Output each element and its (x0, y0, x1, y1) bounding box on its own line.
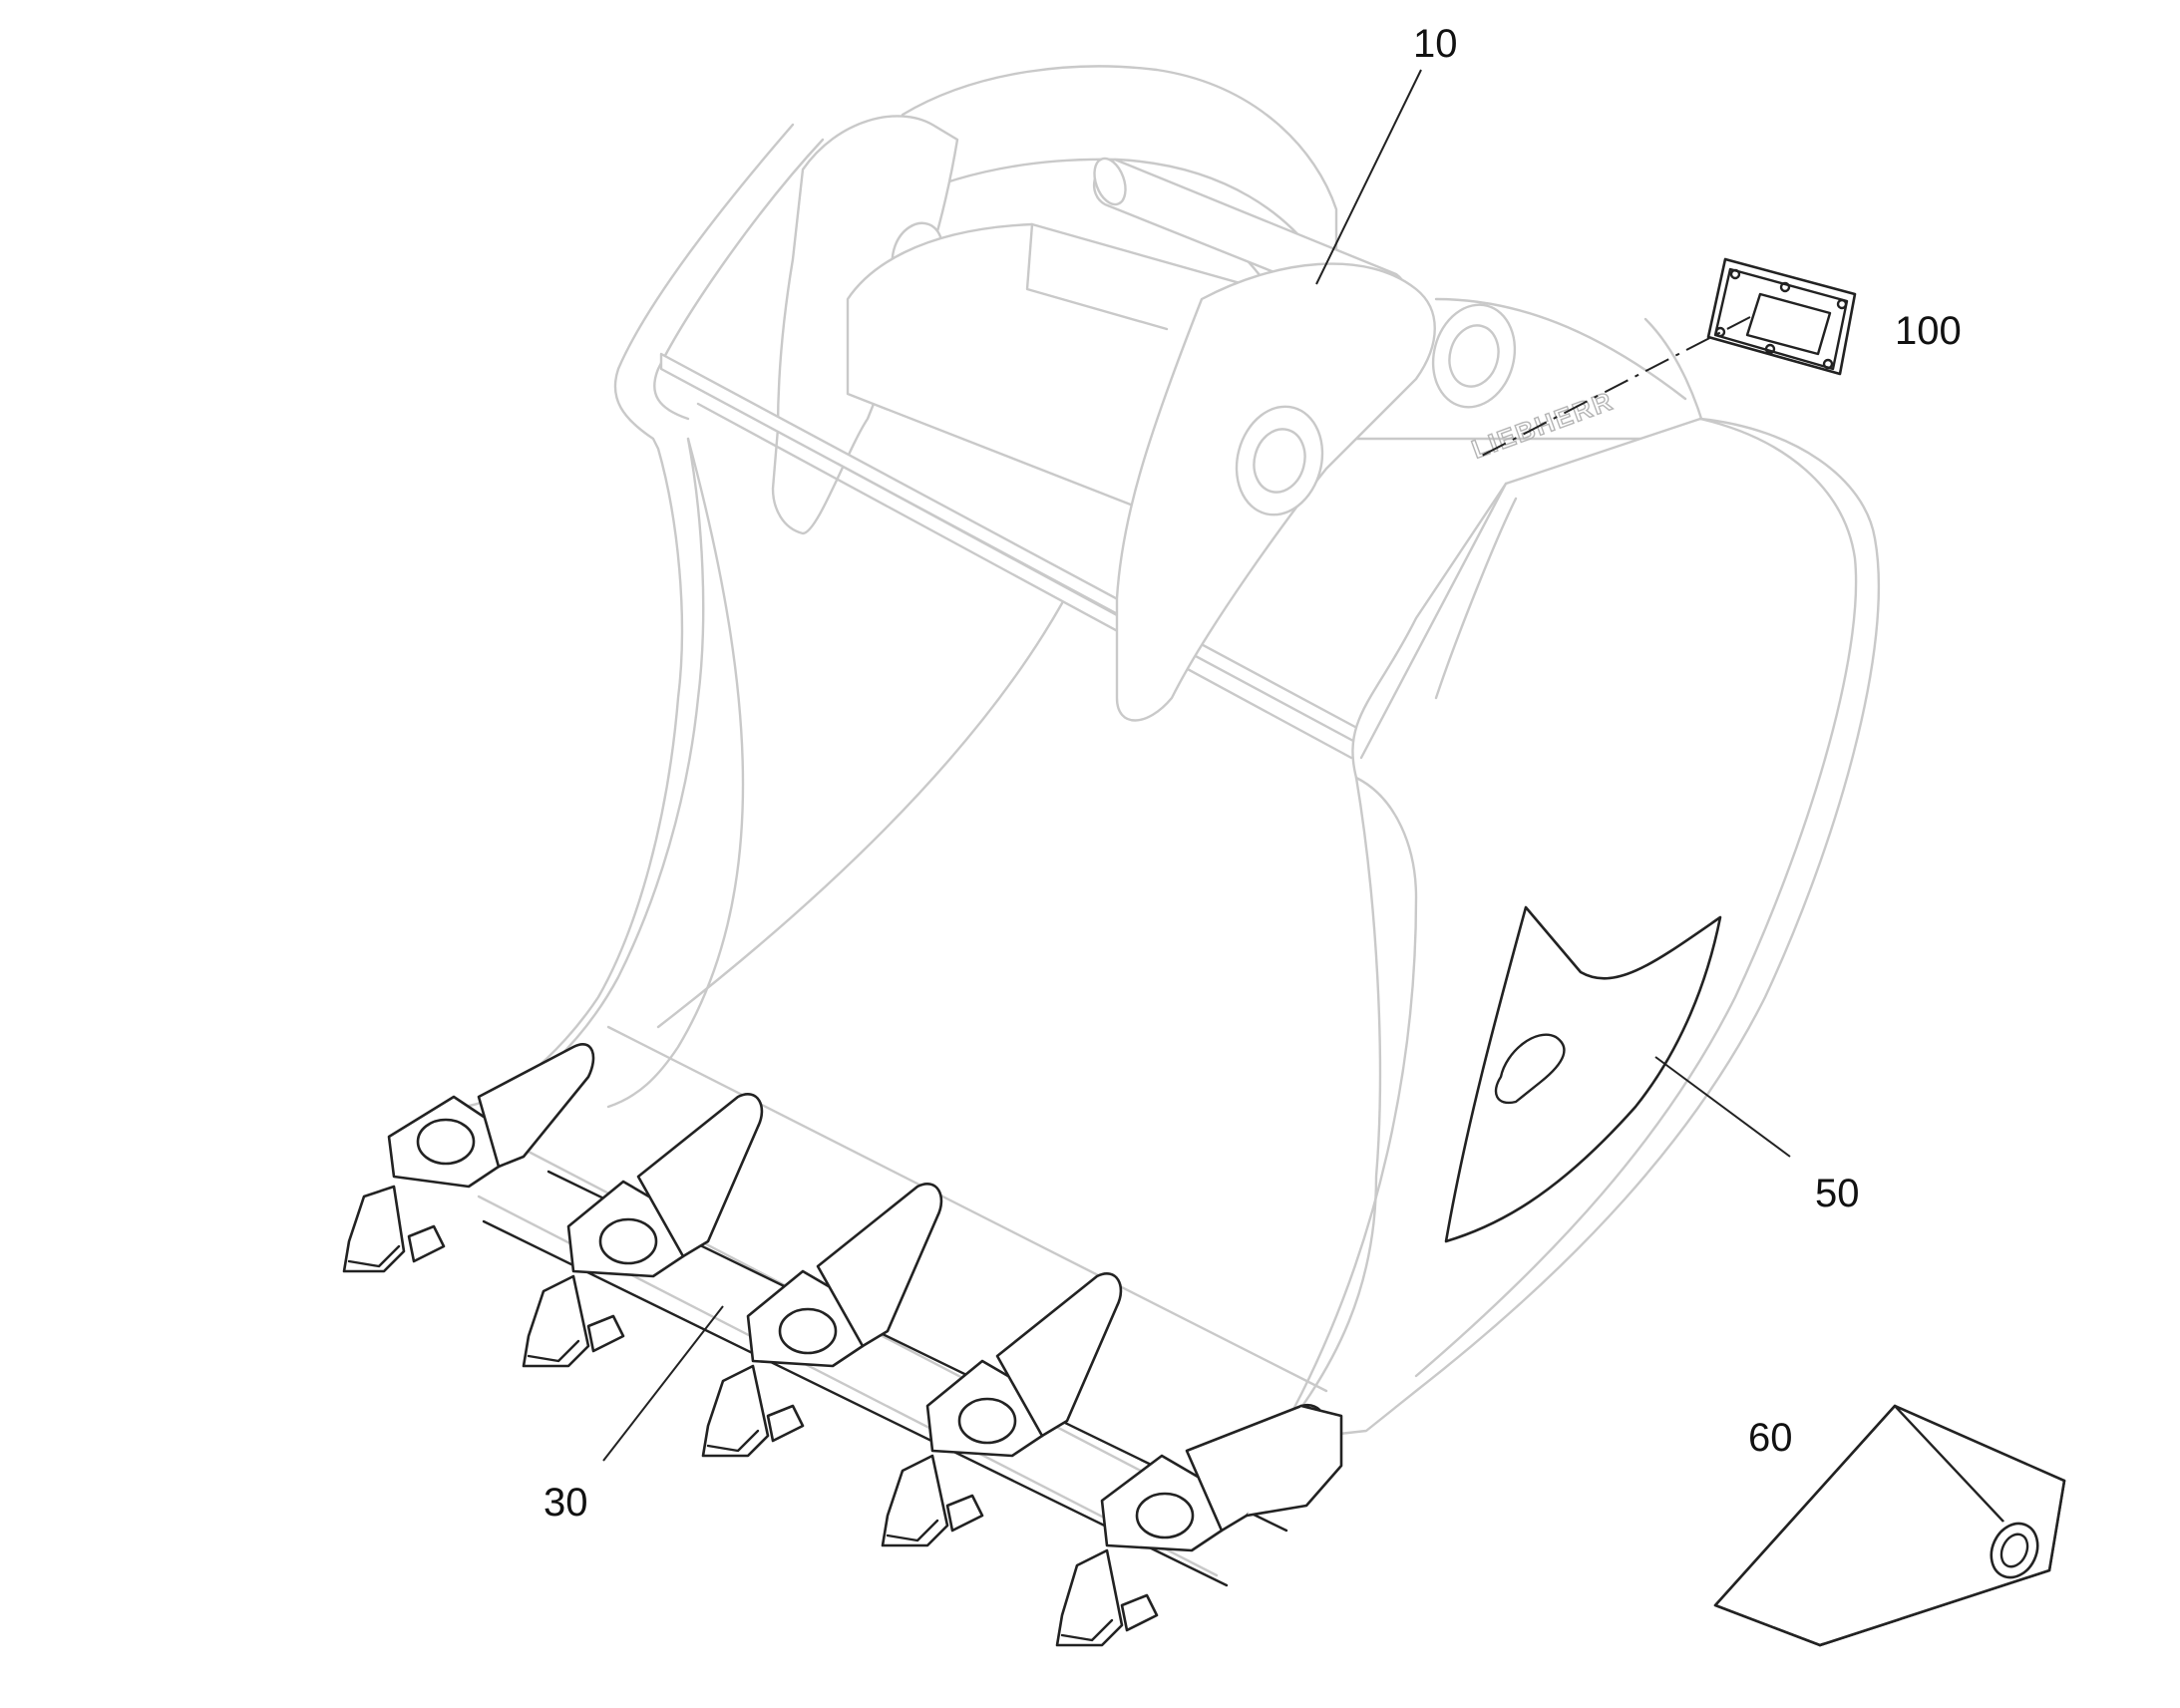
leader-lines (602, 69, 1791, 1462)
tooth-2 (522, 1093, 764, 1368)
tooth-3 (701, 1183, 943, 1458)
leader-50 (1654, 1056, 1791, 1158)
teeth-assembly (342, 1043, 1343, 1647)
wear-part (1713, 1404, 2066, 1647)
bucket-body: LIEBHERR (447, 65, 1881, 1577)
callout-50: 50 (1815, 1172, 1860, 1215)
leader-10 (1315, 69, 1422, 285)
callout-30: 30 (544, 1481, 588, 1525)
callout-10: 10 (1413, 22, 1458, 66)
callout-labels: 10 100 50 30 60 (544, 22, 1962, 1525)
callout-100: 100 (1895, 309, 1962, 353)
side-cutter-plate (1444, 905, 1722, 1243)
tooth-5 (1055, 1403, 1343, 1647)
nameplate-placement-line (1475, 316, 1751, 460)
leader-30 (602, 1305, 724, 1462)
callout-60: 60 (1748, 1416, 1793, 1460)
nameplate (1706, 257, 1857, 376)
tooth-1 (342, 1043, 595, 1273)
tooth-4 (881, 1272, 1123, 1547)
